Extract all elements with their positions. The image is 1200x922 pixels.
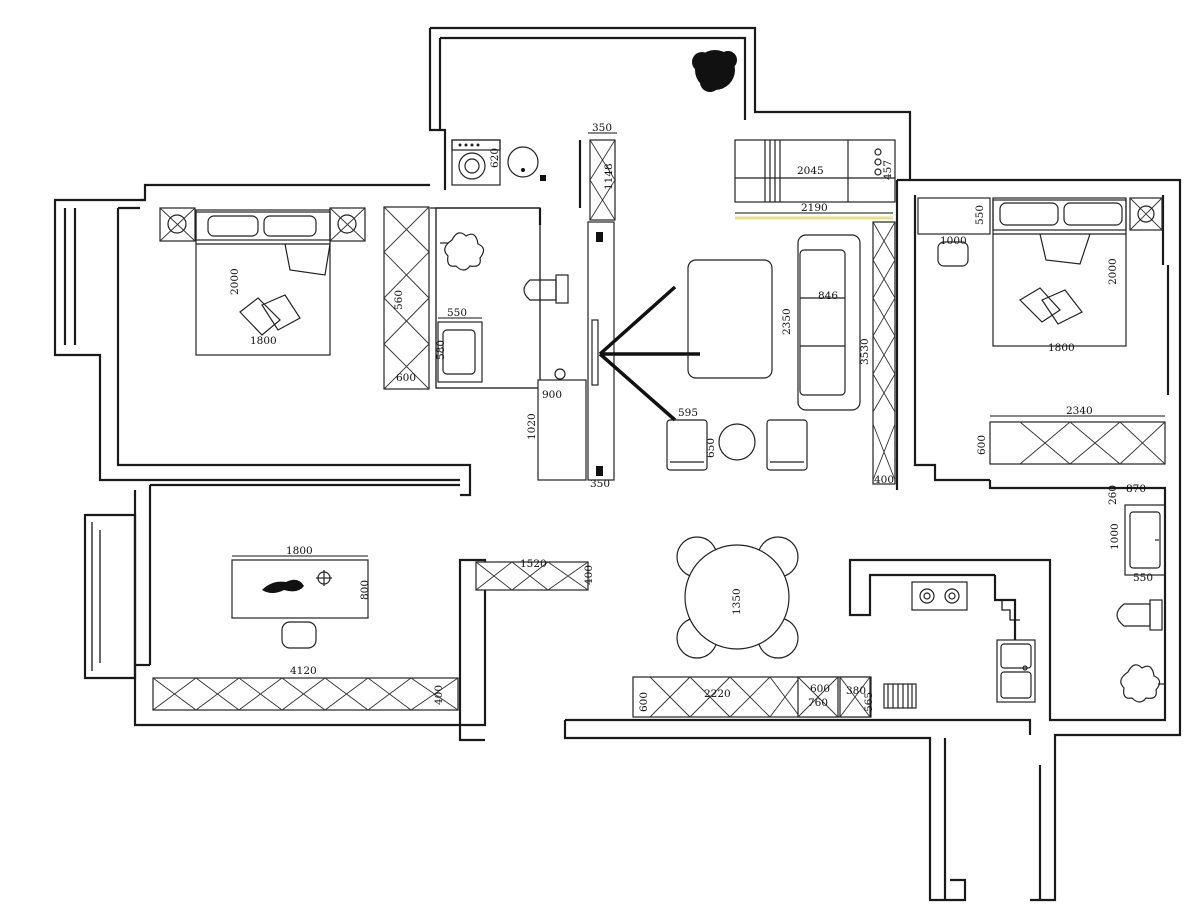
- tv-bench-w-dim: 2045: [797, 165, 824, 177]
- toilet-right-icon: [1116, 599, 1163, 631]
- desk-right: [917, 197, 991, 267]
- lounge-chairs: [666, 419, 808, 471]
- dining-cabinet-d-dim: 600: [638, 692, 650, 712]
- study-desk: [231, 555, 369, 649]
- wardrobe-right-w-dim: 2340: [1066, 405, 1093, 417]
- partition-w-dim: 350: [590, 478, 610, 490]
- shower-right-icon: [1120, 664, 1165, 703]
- bed-right-length-dim: 2000: [1107, 258, 1119, 285]
- chair-d-dim: 650: [705, 438, 717, 458]
- vanity-left-d-dim: 580: [435, 340, 447, 360]
- vanity-left: [437, 317, 483, 383]
- study-desk-w-dim: 1800: [286, 545, 313, 557]
- sofa-depth-dim: 846: [818, 290, 838, 302]
- desk-right-d-dim: 550: [974, 205, 986, 225]
- tall-cabinet: [537, 368, 587, 481]
- fridge-bay-d-dim: 760: [808, 697, 828, 709]
- tall-cabinet-h-dim: 1020: [526, 413, 538, 440]
- shelf: [475, 561, 589, 591]
- dining-table-d-dim: 1350: [731, 588, 743, 615]
- chair-w-dim: 595: [678, 407, 698, 419]
- sink-icon: [507, 146, 546, 181]
- floor-vent: [883, 683, 917, 709]
- balcony-cabinet-dim: 350: [592, 122, 612, 134]
- tv-sightline: [598, 285, 700, 422]
- tv-bench: [734, 139, 896, 203]
- storage-height-dim: 1148: [603, 163, 615, 190]
- shelf-d-dim: 400: [583, 565, 595, 585]
- wardrobe-left-w-dim: 560: [393, 290, 405, 310]
- wardrobe-left-depth-dim: 600: [396, 372, 416, 384]
- toilet-icon: [523, 274, 569, 304]
- tv-wall-w-dim: 2190: [801, 202, 828, 214]
- dining-cabinet-w-dim: 2220: [704, 688, 731, 700]
- bath-w2-dim: 870: [1126, 483, 1146, 495]
- washer-depth-dim: 620: [489, 148, 501, 168]
- washing-machine-icon: [451, 139, 501, 186]
- basin-right-w-dim: 550: [1133, 572, 1153, 584]
- shower-icon: [440, 232, 485, 271]
- wardrobe-right-d-dim: 600: [976, 435, 988, 455]
- study-cabinet-w-dim: 4120: [290, 665, 317, 677]
- study-cabinet: [152, 677, 459, 711]
- dining-cabinet: [632, 676, 872, 718]
- bed-left-width-dim: 1800: [250, 335, 277, 347]
- bed-left-length-dim: 2000: [229, 268, 241, 295]
- tv-bench-d-dim: 457: [882, 160, 894, 180]
- sofa: [797, 234, 861, 411]
- bed-right: [992, 197, 1163, 347]
- coffee-table: [687, 259, 773, 379]
- bed-right-width-dim: 1800: [1048, 342, 1075, 354]
- storage-column: [588, 132, 617, 221]
- desk-right-w-dim: 1000: [940, 235, 967, 247]
- shelf-w-dim: 1520: [520, 558, 547, 570]
- fridge-bay-w-dim: 600: [810, 683, 830, 695]
- walls: [53, 26, 1182, 902]
- plant-icon: [692, 50, 737, 92]
- wall-cabinet-h-dim: 3530: [859, 338, 871, 365]
- shower-len-dim: 1000: [1109, 523, 1121, 550]
- bath-w1-dim: 260: [1107, 485, 1119, 505]
- shower-tray: [1124, 504, 1166, 576]
- side-cabinet-w-dim: 380: [846, 685, 866, 697]
- living-depth-dim: 2350: [781, 308, 793, 335]
- vanity-left-w-dim: 550: [447, 307, 467, 319]
- bed-left: [159, 207, 366, 356]
- dining-table: [676, 536, 799, 659]
- study-desk-d-dim: 800: [359, 580, 371, 600]
- side-cabinet-d-dim: 565: [863, 692, 875, 712]
- wardrobe-right: [989, 415, 1166, 465]
- wardrobe-left: [383, 206, 430, 390]
- kitchen-sink: [996, 639, 1036, 703]
- wall-cabinet: [872, 221, 896, 485]
- wall-cabinet-w-dim: 400: [874, 474, 894, 486]
- study-cabinet-d-dim: 400: [433, 685, 445, 705]
- fridge-depth-dim: 900: [542, 389, 562, 401]
- stove-icon: [911, 581, 968, 611]
- partition-wall: [587, 221, 615, 481]
